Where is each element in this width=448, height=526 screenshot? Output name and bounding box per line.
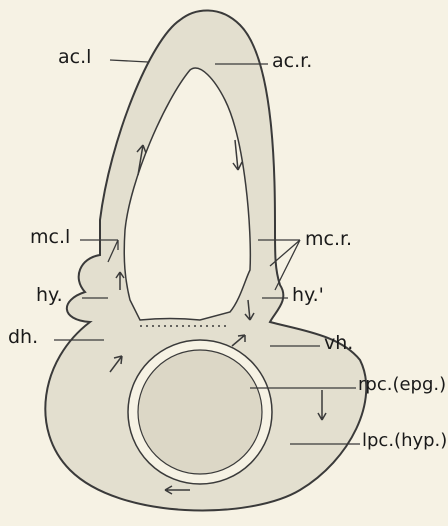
pericardial-inner-chamber (138, 350, 262, 474)
label-vh: vh. (324, 334, 353, 353)
label-hy: hy. (36, 286, 63, 305)
label-dh: dh. (8, 328, 38, 347)
label-mc-l: mc.l (30, 228, 70, 247)
label-lpc: lpc.(hyp.) (362, 432, 447, 450)
label-mc-r: mc.r. (305, 230, 352, 249)
label-ac-r: ac.r. (272, 52, 312, 71)
label-rpc: rpc.(epg.) (358, 376, 446, 394)
label-hy-prime: hy.' (292, 286, 324, 305)
label-ac-l: ac.l (58, 48, 91, 67)
